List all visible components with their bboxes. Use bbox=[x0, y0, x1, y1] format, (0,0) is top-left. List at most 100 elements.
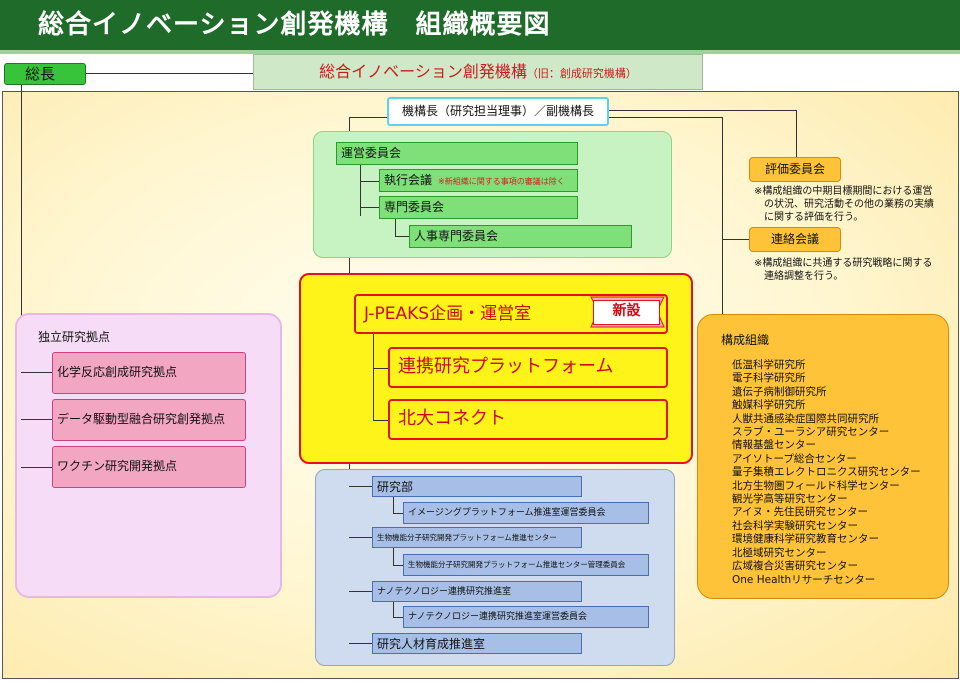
jpeaks-office-label: J-PEAKS企画・運営室 bbox=[364, 304, 532, 324]
independent-item-label: ワクチン研究開発拠点 bbox=[57, 459, 178, 473]
research-dept-label: 研究部 bbox=[377, 480, 414, 494]
nano-committee-box: ナノテクノロジー連携研究推進室運営委員会 bbox=[403, 606, 649, 628]
org-name: 総合イノベーション創発機構 bbox=[319, 62, 527, 81]
biofunc-committee-box: 生物機能分子研究開発プラットフォーム推進センター管理委員会 bbox=[403, 554, 649, 576]
org-former-name: （旧：創成研究機構） bbox=[526, 67, 637, 80]
connector-line bbox=[349, 486, 372, 487]
constituent-item: 北極域研究センター bbox=[732, 546, 827, 559]
connector-line bbox=[393, 565, 403, 566]
constituent-item: 北方生物圏フィールド科学センター bbox=[732, 479, 900, 492]
constituent-item: スラブ・ユーラシア研究センター bbox=[732, 426, 890, 439]
research-dept-box: 研究部 bbox=[372, 476, 582, 497]
connector-line bbox=[373, 368, 388, 369]
steering-committee-label: 運営委員会 bbox=[341, 146, 402, 160]
biofunc-committee-label: 生物機能分子研究開発プラットフォーム推進センター管理委員会 bbox=[408, 560, 626, 569]
constituent-item: 低温科学研究所 bbox=[732, 359, 806, 371]
constituent-item: One Healthリサーチセンター bbox=[732, 573, 876, 586]
connector-line bbox=[393, 513, 403, 514]
independent-item: ワクチン研究開発拠点 bbox=[52, 446, 246, 488]
connector-line bbox=[722, 117, 723, 314]
evaluation-note-line: に関する評価を行う。 bbox=[764, 212, 864, 223]
connector-line bbox=[349, 591, 372, 592]
platform-label: 連携研究プラットフォーム bbox=[398, 356, 614, 377]
connector-line bbox=[360, 207, 379, 208]
liaison-note: ※構成組織に共通する研究戦略に関する 連絡調整を行う。 bbox=[754, 257, 954, 283]
constituent-list: 低温科学研究所 電子科学研究所 遺伝子病制御研究所 触媒科学研究所 人獣共通感染… bbox=[732, 359, 942, 587]
connector-line bbox=[349, 643, 372, 644]
connector-line bbox=[393, 602, 394, 617]
independent-item: 化学反応創成研究拠点 bbox=[52, 352, 246, 394]
organization-title: 総合イノベーション創発機構（旧：創成研究機構） bbox=[253, 54, 703, 90]
independent-research-title: 独立研究拠点 bbox=[38, 330, 111, 344]
evaluation-note-line: ※構成組織の中期目標期間における運営 bbox=[754, 186, 933, 197]
constituent-item: 観光学高等研究センター bbox=[732, 493, 848, 506]
constituent-area bbox=[697, 314, 949, 599]
constituent-item: 社会科学実験研究センター bbox=[732, 519, 858, 532]
connector-line bbox=[609, 117, 722, 118]
independent-item-label: データ駆動型融合研究創発拠点 bbox=[57, 412, 226, 426]
connector-line bbox=[21, 372, 52, 373]
steering-committee-box: 運営委員会 bbox=[336, 142, 578, 165]
constituent-item: 環境健康科学研究教育センター bbox=[732, 533, 879, 546]
connector-line bbox=[86, 73, 253, 74]
connect-label: 北大コネクト bbox=[398, 408, 506, 429]
constituent-item: 量子集積エレクトロニクス研究センター bbox=[732, 466, 921, 479]
connector-line bbox=[21, 467, 52, 468]
connector-line bbox=[722, 239, 749, 240]
liaison-meeting-box: 連絡会議 bbox=[749, 227, 841, 252]
connector-line bbox=[349, 537, 372, 538]
platform-box: 連携研究プラットフォーム bbox=[388, 347, 668, 388]
constituent-item: 遺伝子病制御研究所 bbox=[732, 385, 827, 398]
header-divider bbox=[0, 50, 960, 54]
constituent-title: 構成組織 bbox=[721, 333, 770, 347]
liaison-note-line: ※構成組織に共通する研究戦略に関する bbox=[754, 258, 933, 269]
constituent-item: 情報基盤センター bbox=[732, 439, 816, 452]
connector-line bbox=[349, 117, 387, 118]
nano-committee-label: ナノテクノロジー連携研究推進室運営委員会 bbox=[408, 612, 588, 622]
biofunc-center-label: 生物機能分子研究開発プラットフォーム推進センター bbox=[377, 533, 557, 542]
expert-committee-label: 専門委員会 bbox=[384, 200, 445, 214]
connector-line bbox=[393, 497, 394, 513]
evaluation-note-line: の状況、研究活動その他の業務の実績 bbox=[764, 199, 934, 210]
talent-office-box: 研究人材育成推進室 bbox=[372, 633, 582, 654]
director-box: 機構長（研究担当理事）／副機構長 bbox=[387, 97, 609, 126]
connector-line bbox=[21, 419, 52, 420]
connector-line bbox=[360, 165, 361, 216]
connect-box: 北大コネクト bbox=[388, 399, 668, 440]
independent-item: データ駆動型融合研究創発拠点 bbox=[52, 399, 246, 441]
constituent-item: 人獣共通感染症国際共同研究所 bbox=[732, 412, 879, 425]
nano-office-label: ナノテクノロジー連携研究推進室 bbox=[377, 587, 512, 597]
connector-line bbox=[373, 420, 388, 421]
connector-line bbox=[393, 617, 403, 618]
connector-line bbox=[796, 110, 797, 157]
personnel-committee-box: 人事専門委員会 bbox=[409, 225, 632, 248]
new-badge: 新設 bbox=[589, 295, 666, 329]
connector-line bbox=[395, 236, 409, 237]
personnel-committee-label: 人事専門委員会 bbox=[414, 229, 499, 243]
connector-line bbox=[21, 85, 22, 467]
new-badge-label: 新設 bbox=[593, 300, 660, 325]
liaison-note-line: 連絡調整を行う。 bbox=[764, 271, 844, 282]
constituent-item: 広域複合災害研究センター bbox=[732, 560, 858, 573]
expert-committee-box: 専門委員会 bbox=[379, 196, 578, 219]
connector-line bbox=[395, 219, 396, 236]
evaluation-note: ※構成組織の中期目標期間における運営 の状況、研究活動その他の業務の実績 に関す… bbox=[754, 185, 954, 224]
imaging-committee-label: イメージングプラットフォーム推進室運営委員会 bbox=[408, 508, 606, 518]
evaluation-committee-box: 評価委員会 bbox=[749, 157, 841, 182]
page-title: 総合イノベーション創発機構 組織概要図 bbox=[0, 0, 960, 50]
constituent-item: アイソトープ総合センター bbox=[732, 452, 857, 465]
connector-line bbox=[609, 110, 796, 111]
president-box: 総長 bbox=[4, 63, 86, 85]
biofunc-center-box: 生物機能分子研究開発プラットフォーム推進センター bbox=[372, 527, 582, 548]
connector-line bbox=[373, 334, 374, 420]
constituent-item: アイヌ・先住民研究センター bbox=[732, 506, 868, 519]
executive-meeting-label: 執行会議 bbox=[384, 173, 433, 187]
executive-meeting-note: ※新組織に関する事項の審議は除く bbox=[438, 177, 565, 186]
independent-item-label: 化学反応創成研究拠点 bbox=[57, 365, 178, 379]
constituent-item: 触媒科学研究所 bbox=[732, 399, 806, 412]
executive-meeting-box: 執行会議 ※新組織に関する事項の審議は除く bbox=[379, 169, 578, 192]
talent-office-label: 研究人材育成推進室 bbox=[377, 637, 486, 651]
connector-line bbox=[393, 548, 394, 565]
constituent-item: 電子科学研究所 bbox=[732, 372, 806, 385]
imaging-committee-box: イメージングプラットフォーム推進室運営委員会 bbox=[403, 502, 649, 524]
